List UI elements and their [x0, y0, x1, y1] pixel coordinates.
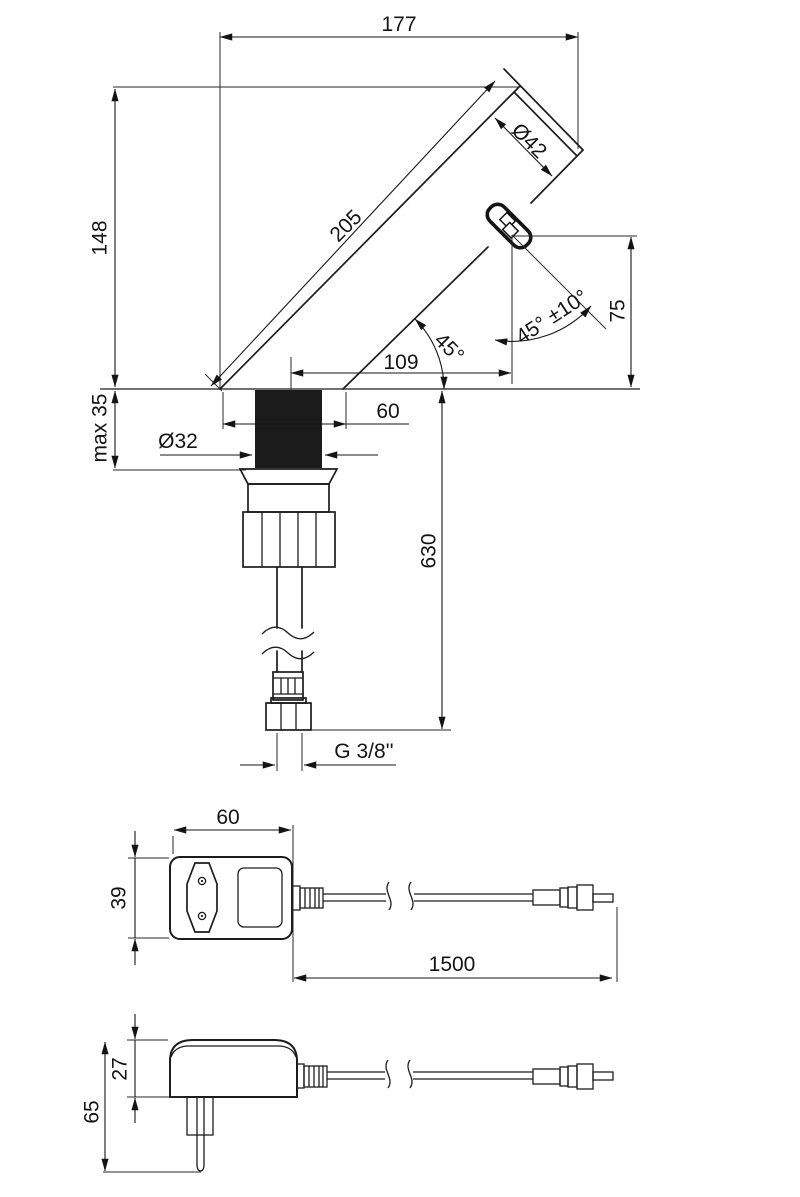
hose-nut: [265, 697, 312, 731]
dim-label-adapter-body-height: 27: [109, 1057, 132, 1080]
hose-filter: [272, 671, 304, 701]
dimension-lines: [111, 33, 635, 769]
adapter-case-seam: [170, 1045, 297, 1058]
dim-label-base-width: 60: [376, 400, 399, 423]
supply-hose: [261, 566, 315, 673]
adapter-top-dimensions: [131, 826, 613, 982]
hose-break-mark: [261, 626, 315, 640]
adapter-body-side: [169, 1039, 298, 1098]
cable-break-mark: [408, 881, 414, 911]
dc-connector-top: [532, 884, 614, 911]
adapter-top-view: 60 39 1500: [108, 806, 618, 982]
dim-label-body-angle: 45°: [430, 329, 469, 368]
cable-break-mark: [386, 881, 392, 911]
dim-label-faucet-height: 148: [89, 220, 112, 255]
dim-label-max-deck-thickness: max 35: [89, 394, 112, 463]
adapter-label-area: [237, 867, 283, 928]
dim-label-body-diameter: Ø42: [507, 119, 551, 163]
threaded-shank: [255, 390, 322, 468]
adapter-side-dimensions: [101, 1014, 139, 1172]
adapter-side-view: 27 65: [81, 1014, 614, 1173]
fixing-nut: [242, 511, 336, 568]
dim-label-body-length: 205: [325, 205, 366, 246]
cable-break-mark: [385, 1059, 391, 1089]
plug-pin-hole: [197, 876, 207, 886]
dim-label-hose-length: 630: [418, 533, 441, 568]
fixing-flange: [238, 468, 339, 513]
aerator-sensor-outlet: [485, 202, 533, 250]
adapter-top-extensions: [128, 825, 618, 982]
dim-label-cable-length: 1500: [429, 953, 476, 976]
dim-label-adapter-width: 60: [216, 806, 239, 829]
cable-top-view: [291, 881, 533, 911]
dc-connector-side: [532, 1063, 614, 1090]
cable-break-mark: [407, 1059, 413, 1089]
europlug-face: [186, 862, 218, 933]
dim-label-shank-diameter: Ø32: [158, 430, 198, 453]
plug-pin-hole: [197, 911, 207, 921]
dim-label-adapter-depth: 39: [108, 886, 131, 909]
faucet-front-view: 177 148 205 Ø42 45° ±10° 75 45° 109 60 m…: [89, 13, 640, 771]
cable-side-view: [296, 1059, 533, 1089]
dim-label-outlet-height: 75: [607, 299, 630, 322]
dim-label-thread: G 3/8'': [334, 740, 393, 763]
dim-label-adapter-total-height: 65: [81, 1100, 104, 1123]
dim-label-faucet-width: 177: [381, 13, 416, 36]
dim-label-outlet-reach: 109: [383, 351, 418, 374]
adapter-side-extensions: [103, 1039, 201, 1173]
plug-pin-side: [186, 1096, 214, 1172]
hose-break-mark: [261, 646, 315, 660]
extension-lines: [113, 32, 637, 771]
